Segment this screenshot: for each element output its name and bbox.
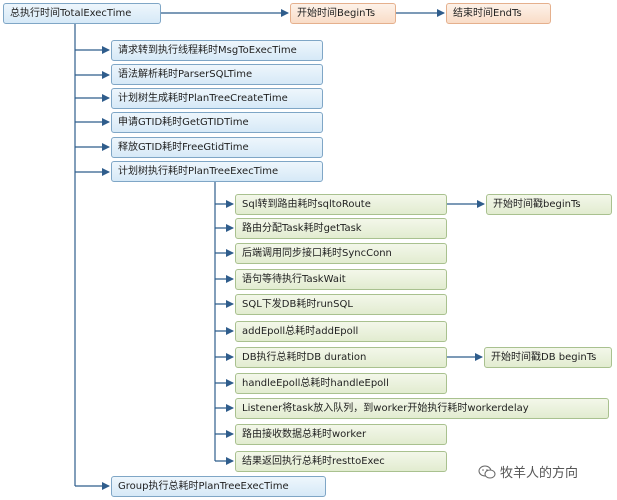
node-parser-sql-time: 语法解析耗时ParserSQLTime [111, 64, 323, 85]
begin-ts-node: 开始时间BeginTs [290, 3, 396, 24]
node-task-wait: 语句等待执行TaskWait [235, 269, 447, 290]
node-worker-delay: Listener将task放入队列，到worker开始执行耗时workerdel… [235, 398, 609, 419]
node-free-gtid-time: 释放GTID耗时FreeGtidTime [111, 137, 323, 158]
node-get-task: 路由分配Task耗时getTask [235, 218, 447, 239]
node-plan-tree-exec-time: 计划树执行耗时PlanTreeExecTime [111, 161, 323, 182]
node-db-duration: DB执行总耗时DB duration [235, 347, 447, 368]
node-run-sql: SQL下发DB耗时runSQL [235, 294, 447, 315]
node-worker: 路由接收数据总耗时worker [235, 424, 447, 445]
root-total-exec-time: 总执行时间TotalExecTime [3, 3, 161, 24]
node-group-plan-tree-exec-time: Group执行总耗时PlanTreeExecTime [111, 476, 326, 497]
node-add-epoll: addEpoll总耗时addEpoll [235, 321, 447, 342]
node-get-gtid-time: 申请GTID耗时GetGTIDTime [111, 112, 323, 133]
end-ts-node: 结束时间EndTs [446, 3, 551, 24]
node-handle-epoll: handleEpoll总耗时handleEpoll [235, 373, 447, 394]
node-sql-to-route: Sql转到路由耗时sqltoRoute [235, 194, 447, 215]
watermark-text: 牧羊人的方向 [500, 466, 579, 481]
node-sync-conn: 后端调用同步接口耗时SyncConn [235, 243, 447, 264]
node-rest-to-exec: 结果返回执行总耗时resttoExec [235, 451, 447, 472]
wechat-icon [478, 465, 496, 478]
note-db-begin-ts: 开始时间戳DB beginTs [484, 347, 612, 368]
note-begin-ts: 开始时间戳beginTs [486, 194, 612, 215]
watermark: 牧羊人的方向 [478, 462, 578, 481]
node-plan-tree-create-time: 计划树生成耗时PlanTreeCreateTime [111, 88, 323, 109]
node-msg-to-exec-time: 请求转到执行线程耗时MsgToExecTime [111, 40, 323, 61]
